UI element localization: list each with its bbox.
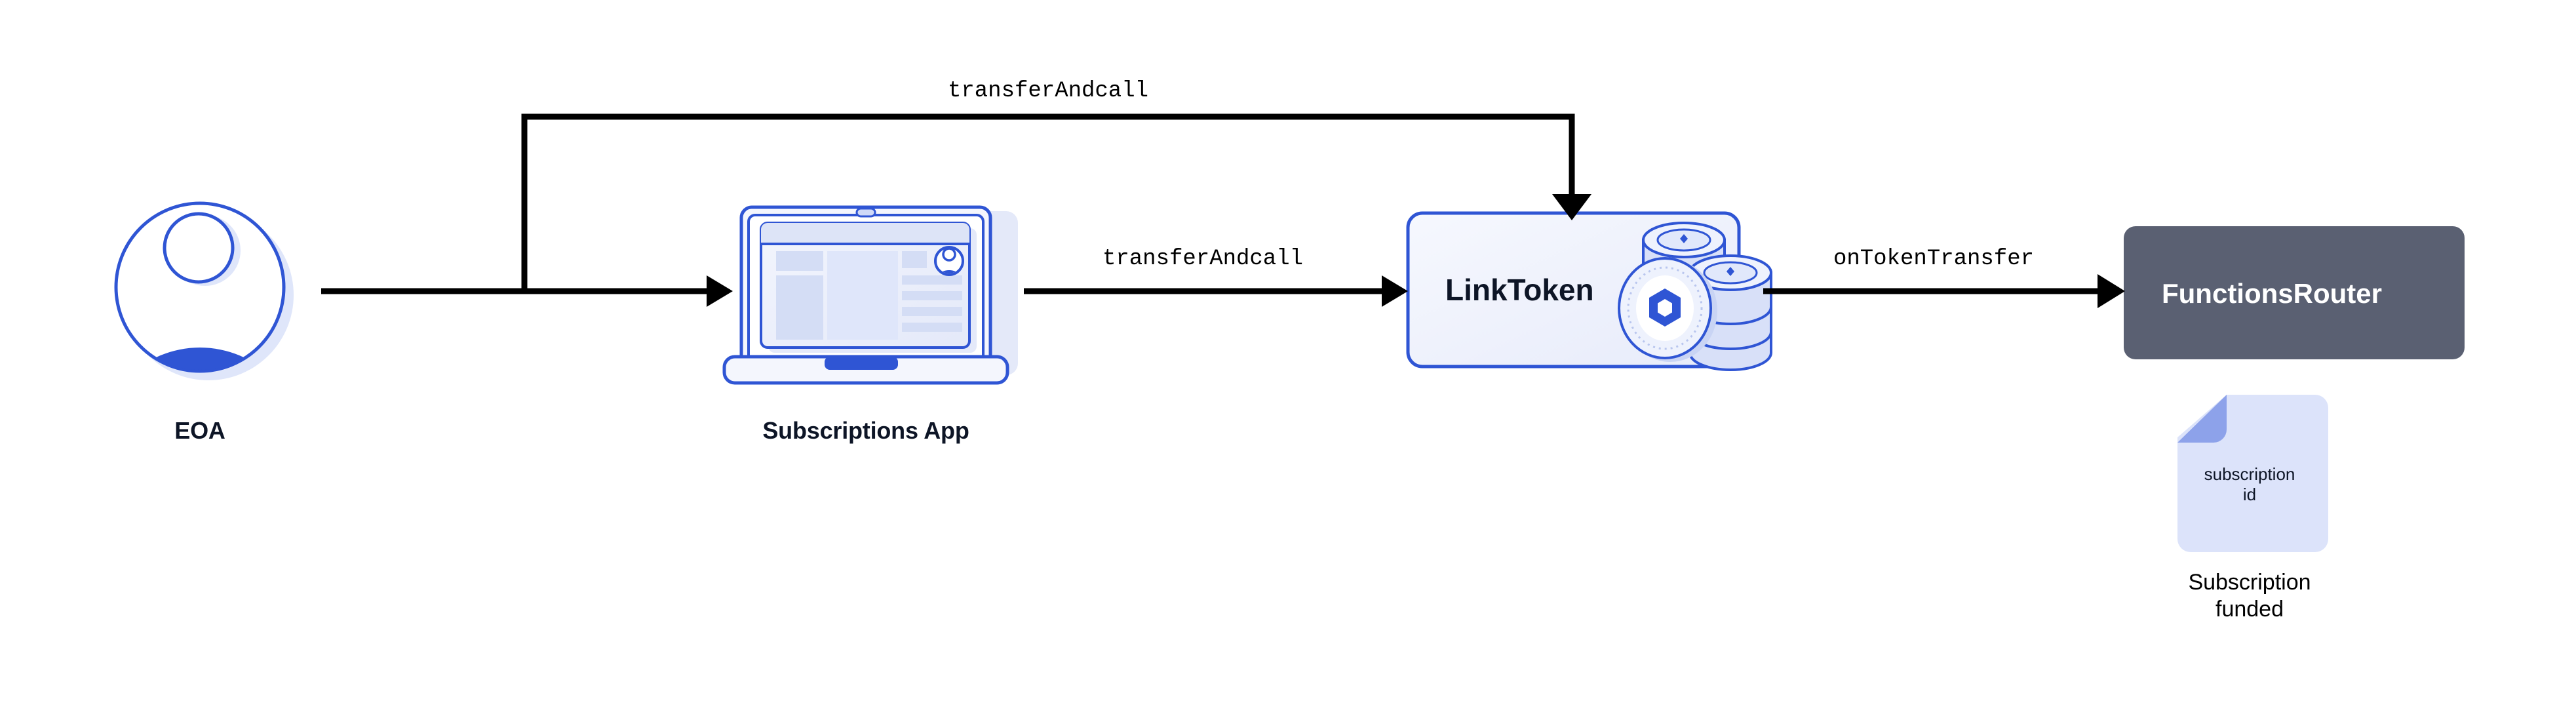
document-inner-text: subscription id <box>2171 464 2328 505</box>
document-inner-line-1: subscription <box>2204 464 2295 484</box>
edge-label-app-to-linktoken: transferAndcall <box>1102 247 1304 271</box>
document-caption-line-1: Subscription <box>2188 570 2311 595</box>
node-label-eoa: EOA <box>174 417 225 444</box>
connector-eoa-to-linktoken <box>521 113 1591 291</box>
node-label-functionsrouter: FunctionsRouter <box>2162 278 2382 309</box>
document-inner-line-2: id <box>2242 485 2257 505</box>
document-caption: Subscription funded <box>2125 569 2374 624</box>
document-icon <box>2177 395 2328 552</box>
laptop-icon <box>722 205 1018 385</box>
node-label-subscriptions-app: Subscriptions App <box>762 417 969 444</box>
connector-eoa-to-app <box>321 275 733 307</box>
functionsrouter-box[interactable] <box>2124 226 2465 359</box>
connector-linktoken-to-router <box>1763 274 2125 308</box>
connector-app-to-linktoken <box>1024 275 1408 307</box>
edge-label-eoa-to-linktoken: transferAndcall <box>947 79 1149 104</box>
node-label-linktoken: LinkToken <box>1445 273 1594 307</box>
edge-label-linktoken-to-router: onTokenTransfer <box>1833 247 2035 271</box>
document-caption-line-2: funded <box>2215 597 2284 622</box>
user-avatar-icon <box>114 201 294 380</box>
coin-stack-icon <box>1618 222 1772 371</box>
